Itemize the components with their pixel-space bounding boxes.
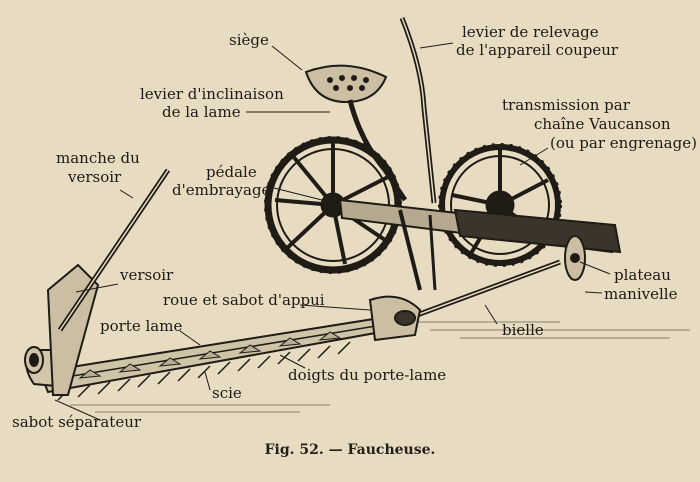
label-bielle: bielle <box>502 321 544 339</box>
label-manche-line2: versoir <box>68 168 122 186</box>
label-levier-relevage-line1: levier de relevage <box>462 23 599 41</box>
label-porte-lame: porte lame <box>100 317 183 335</box>
caption-fig-number: Fig. 52. <box>264 442 324 458</box>
label-siege: siège <box>229 31 269 49</box>
left-wheel <box>264 136 402 274</box>
versoir <box>46 168 171 396</box>
label-roue-sabot: roue et sabot d'appui <box>163 291 325 309</box>
leader-lines <box>54 42 611 421</box>
label-plateau-line2: manivelle <box>604 285 678 303</box>
figure-caption: Fig. 52. — Faucheuse. <box>0 442 700 458</box>
knife-sections <box>78 331 342 379</box>
label-plateau-line1: plateau <box>614 266 671 284</box>
label-levier-inclinaison-line1: levier d'inclinaison <box>140 85 284 103</box>
crank-plate <box>564 235 586 281</box>
label-doigts: doigts du porte-lame <box>288 366 447 384</box>
label-sabot-separateur: sabot séparateur <box>12 413 142 431</box>
caption-dash: — <box>328 442 343 458</box>
separator-shoe <box>24 346 58 388</box>
label-manche-line1: manche du <box>56 149 140 167</box>
lift-lever <box>399 17 437 204</box>
label-transmission-line2: chaîne Vaucanson <box>534 115 671 133</box>
label-versoir: versoir <box>120 266 174 284</box>
inner-shoe <box>368 295 422 342</box>
label-pedale-line2: d'embrayage <box>172 181 271 199</box>
label-scie: scie <box>212 384 242 402</box>
right-wheel <box>438 143 562 267</box>
seat <box>304 64 408 202</box>
label-levier-inclinaison-line2: de la lame <box>162 103 241 121</box>
ground-hatching <box>70 321 690 413</box>
label-pedale-line1: pédale <box>206 163 257 181</box>
label-transmission-line3: (ou par engrenage) <box>550 134 697 152</box>
cutter-fingers <box>57 341 351 401</box>
caption-title: Faucheuse. <box>347 442 436 458</box>
label-levier-relevage-line2: de l'appareil coupeur <box>456 41 619 59</box>
label-transmission-line1: transmission par <box>502 96 630 114</box>
